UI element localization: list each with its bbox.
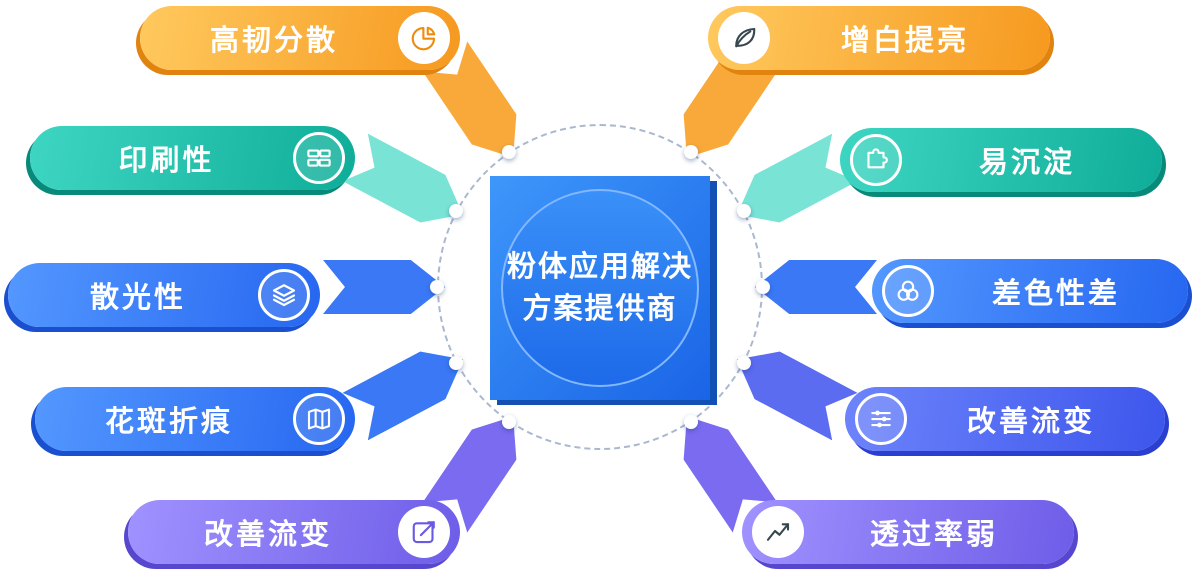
pill-gai-shan-liu-bian-right: 改善流变 xyxy=(845,387,1165,451)
pill-label: 透过率弱 xyxy=(869,519,998,551)
orbit-dot xyxy=(502,145,516,159)
pill-san-guang-xing: 散光性 xyxy=(8,263,320,327)
orbit-dot xyxy=(737,204,751,218)
pill-label: 花斑折痕 xyxy=(104,406,233,438)
orbit-dot xyxy=(756,280,770,294)
orbit-dot xyxy=(449,204,463,218)
orbit-dot xyxy=(684,415,698,429)
center-title-line2: 方案提供商 xyxy=(522,293,678,325)
folded-map-icon xyxy=(293,393,345,445)
pill-label: 增白提亮 xyxy=(840,25,969,57)
pill-label: 改善流变 xyxy=(966,406,1095,438)
orbit-dot xyxy=(449,356,463,370)
pill-label: 易沉淀 xyxy=(978,147,1075,179)
pill-zeng-bai-ti-liang: 增白提亮 xyxy=(708,6,1050,70)
pen-arrow-icon xyxy=(398,506,450,558)
center-title-line1: 粉体应用解决 xyxy=(506,250,693,283)
pill-hua-ban-zhe-hen: 花斑折痕 xyxy=(35,387,355,451)
pill-label: 差色性差 xyxy=(991,278,1120,310)
layers-icon xyxy=(258,269,310,321)
orbit-dot xyxy=(684,145,698,159)
connector-arrow xyxy=(755,260,877,314)
slider-icon xyxy=(855,393,907,445)
center-hub-circle: 粉体应用解决 方案提供商 xyxy=(501,189,699,387)
color-circles-icon xyxy=(882,265,934,317)
connector-arrow xyxy=(323,260,445,314)
pill-label: 改善流变 xyxy=(203,519,332,551)
center-hub: 粉体应用解决 方案提供商 xyxy=(490,176,710,400)
pill-yin-shua-xing: 印刷性 xyxy=(30,126,355,190)
pill-cha-se-xing-cha: 差色性差 xyxy=(872,259,1188,323)
leaf-icon xyxy=(718,12,770,64)
puzzle-icon xyxy=(850,134,902,186)
line-chart-icon xyxy=(752,506,804,558)
orbit-dot xyxy=(430,280,444,294)
pill-label: 印刷性 xyxy=(118,145,215,177)
printing-blocks-icon xyxy=(293,132,345,184)
orbit-dot xyxy=(737,356,751,370)
pill-label: 高韧分散 xyxy=(209,25,338,57)
pill-yi-chen-dian: 易沉淀 xyxy=(840,128,1162,192)
orbit-dot xyxy=(502,415,516,429)
pill-label: 散光性 xyxy=(89,282,186,314)
pie-chart-icon xyxy=(398,12,450,64)
pill-gao-ren-fen-san: 高韧分散 xyxy=(140,6,460,70)
pill-tou-guo-lv-ruo: 透过率弱 xyxy=(742,500,1074,564)
pill-gai-shan-liu-bian-left: 改善流变 xyxy=(128,500,460,564)
